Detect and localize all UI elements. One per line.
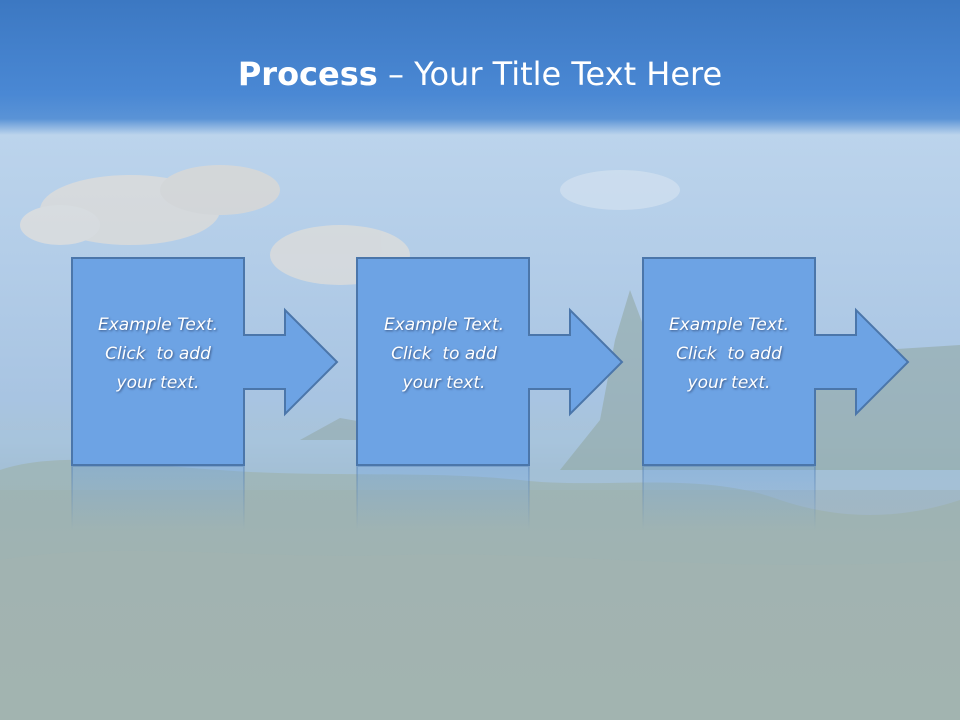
step-2-line-3: your text.: [402, 373, 486, 393]
step-reflections: [71, 465, 816, 531]
step-3-arrow-shape[interactable]: [642, 257, 910, 466]
step-2-arrow-shape[interactable]: [356, 257, 624, 466]
title-rest-text: – Your Title Text Here: [377, 55, 723, 93]
step-1-arrow-shape[interactable]: [71, 257, 339, 466]
title-bold-text: Process: [237, 55, 378, 93]
step-1-line-2: Click to add: [105, 344, 211, 364]
step-3-line-1: Example Text.: [668, 315, 790, 335]
step-1-text[interactable]: Example Text. Click to add your text.: [72, 311, 244, 398]
step-2-line-1: Example Text.: [383, 315, 505, 335]
step-1-line-3: your text.: [116, 373, 200, 393]
step-1-line-1: Example Text.: [97, 315, 219, 335]
step-3-line-3: your text.: [687, 373, 771, 393]
title-bar: [0, 0, 960, 135]
step-2-line-2: Click to add: [391, 344, 497, 364]
step-2-text[interactable]: Example Text. Click to add your text.: [358, 311, 530, 398]
step-3-line-2: Click to add: [676, 344, 782, 364]
slide-title[interactable]: Process – Your Title Text Here: [0, 52, 960, 96]
step-3-text[interactable]: Example Text. Click to add your text.: [643, 311, 815, 398]
